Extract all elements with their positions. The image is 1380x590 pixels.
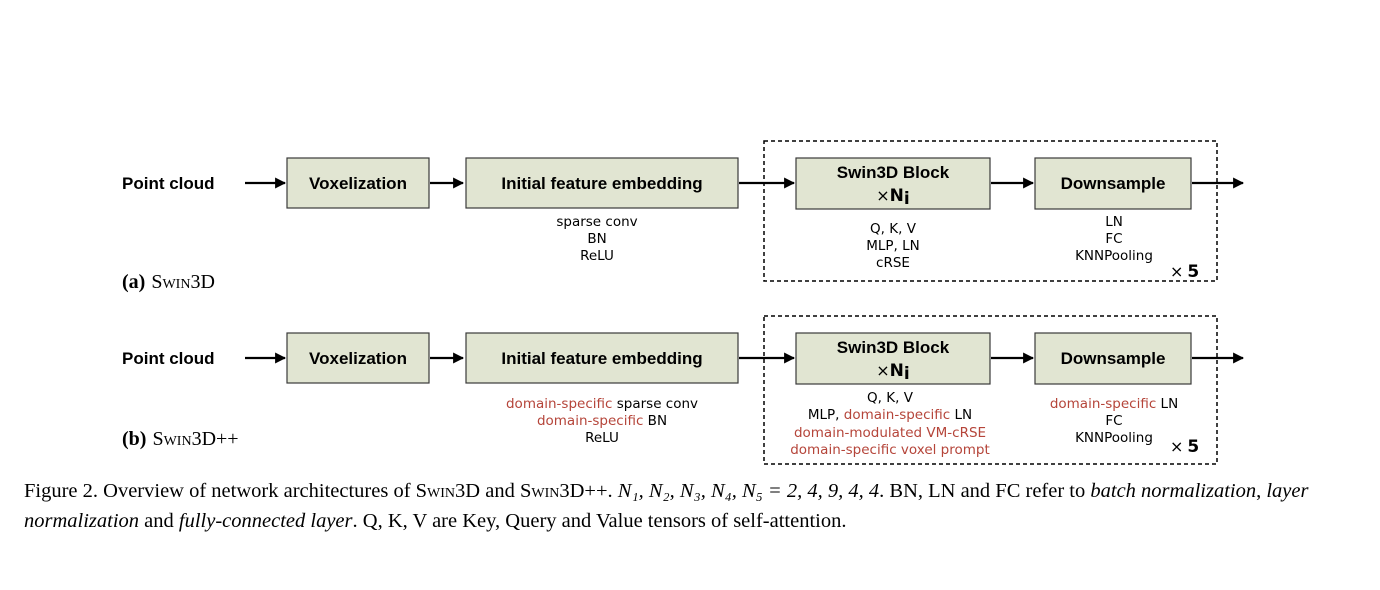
embedding-note-b-3: ReLU [585, 430, 619, 446]
block-note-b-3: domain-modulated VM-cRSE [794, 425, 986, 441]
block-note-a-3: cRSE [876, 255, 910, 271]
voxelization-box-b [286, 332, 430, 384]
embedding-label-b: Initial feature embedding [501, 349, 702, 368]
embedding-note-b-2: domain-specific BN [537, 413, 667, 429]
block-note-a-2: MLP, LN [866, 238, 920, 254]
block-repeat-a: ×Ni [876, 186, 909, 209]
block-repeat-b: ×Ni [876, 361, 909, 384]
stage-repeat-a: ×5 [1170, 262, 1199, 282]
downsample-label-a: Downsample [1061, 174, 1166, 193]
diagram-a: Point cloud Voxelization Initial feature… [122, 140, 1245, 293]
downsample-note-a-3: KNNPooling [1075, 248, 1153, 264]
voxelization-box-a [286, 157, 430, 209]
embedding-box-a [465, 157, 739, 209]
block-note-b-1: Q, K, V [867, 390, 914, 406]
figure-caption: Figure 2. Overview of network architectu… [24, 480, 1309, 532]
downsample-box-b [1034, 332, 1192, 385]
input-label-a: Point cloud [122, 174, 215, 193]
downsample-note-b-1: domain-specific LN [1050, 396, 1178, 412]
embedding-note-a-1: sparse conv [556, 214, 637, 230]
block-box-a [795, 157, 991, 210]
downsample-note-a-1: LN [1105, 214, 1123, 230]
downsample-note-b-3: KNNPooling [1075, 430, 1153, 446]
embedding-note-b-1: domain-specific sparse conv [506, 396, 698, 412]
voxelization-label-a: Voxelization [309, 174, 407, 193]
architecture-diagram: Point cloud Voxelization Initial feature… [122, 140, 1245, 465]
block-box-b [795, 332, 991, 385]
voxelization-label-b: Voxelization [309, 349, 407, 368]
downsample-label-b: Downsample [1061, 349, 1166, 368]
embedding-note-a-2: BN [587, 231, 606, 247]
downsample-note-b-2: FC [1105, 413, 1122, 429]
block-title-a: Swin3D Block [837, 163, 950, 182]
embedding-box-b [465, 332, 739, 384]
block-note-a-1: Q, K, V [870, 221, 917, 237]
stage-group-b [763, 315, 1218, 465]
embedding-label-a: Initial feature embedding [501, 174, 702, 193]
downsample-note-a-2: FC [1105, 231, 1122, 247]
stage-group-a [763, 140, 1218, 282]
block-note-b-4: domain-specific voxel prompt [790, 442, 990, 458]
embedding-note-a-3: ReLU [580, 248, 614, 264]
stage-repeat-b: ×5 [1170, 437, 1199, 457]
caption-math: N₁, N₂, N₃, N₄, N₅ = 2, 4, 9, 4, 4 [617, 480, 880, 502]
diagram-b: Point cloud Voxelization Initial feature… [122, 315, 1245, 465]
downsample-box-a [1034, 157, 1192, 210]
subfig-caption-a: (a)Swin3D [122, 271, 215, 293]
input-label-b: Point cloud [122, 349, 215, 368]
subfig-caption-b: (b)Swin3D++ [122, 428, 239, 450]
block-title-b: Swin3D Block [837, 338, 950, 357]
block-note-b-2: MLP, domain-specific LN [808, 407, 972, 423]
